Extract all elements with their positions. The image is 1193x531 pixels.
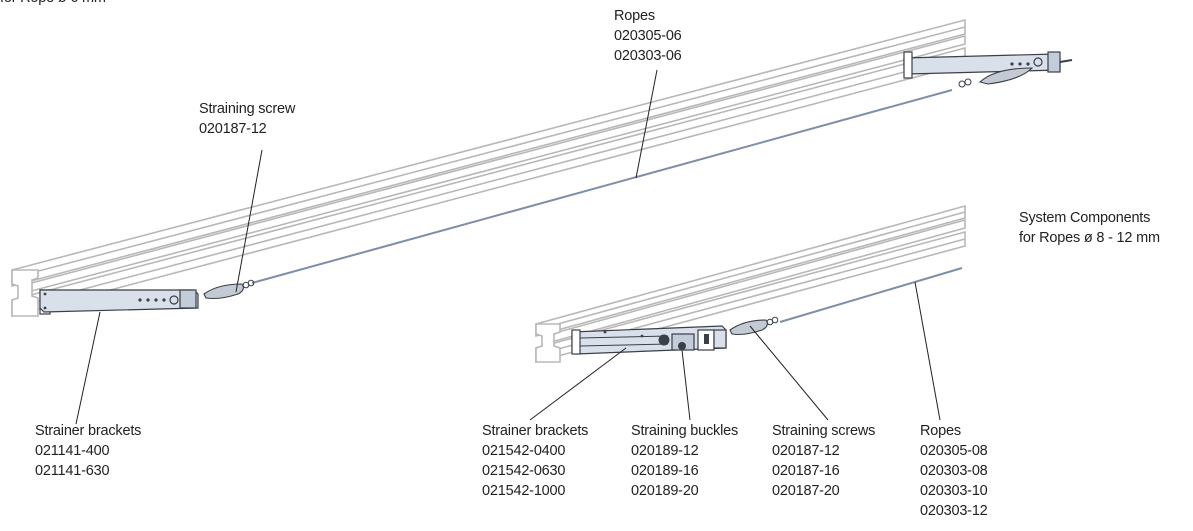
label-code: 020305-08: [920, 443, 988, 459]
label-title: Straining screw: [199, 101, 296, 117]
leader-lines: [75, 69, 941, 425]
label-subtitle: for Ropes ø 8 - 12 mm: [1019, 230, 1160, 246]
label-title: Straining screws: [772, 423, 876, 439]
upper-rope: [251, 89, 953, 284]
leader-ropes-bottom: [914, 281, 941, 421]
label-ropes-top: Ropes 020305-06 020303-06: [614, 6, 682, 66]
label-strainer-brackets-large: Strainer brackets 021542-0400 021542-063…: [482, 421, 588, 501]
label-title: Ropes: [920, 423, 961, 439]
label-code: 020305-06: [614, 28, 682, 44]
leader-ropes-top: [635, 69, 658, 179]
label-code: 020303-08: [920, 463, 988, 479]
label-code: 020303-06: [614, 48, 682, 64]
label-code: 020189-12: [631, 443, 699, 459]
upper-left-strainer-bracket: [39, 289, 199, 315]
label-code: 021542-0400: [482, 443, 566, 459]
label-code: 020303-10: [920, 483, 988, 499]
upper-i-beam: [11, 18, 966, 318]
label-code: 020187-16: [772, 463, 840, 479]
lower-straining-buckle: [658, 329, 727, 351]
label-code: 020187-12: [772, 443, 840, 459]
label-strainer-brackets-small: Strainer brackets 021141-400 021141-630: [35, 421, 141, 481]
label-title: Strainer brackets: [35, 423, 142, 439]
label-code: 021141-630: [35, 463, 110, 479]
label-title: Straining buckles: [631, 423, 739, 439]
label-code: 021542-0630: [482, 463, 566, 479]
lower-straining-screw: [729, 316, 779, 336]
label-straining-screws: Straining screws 020187-12 020187-16 020…: [772, 421, 875, 501]
leader-straining-screws: [749, 325, 829, 421]
label-system-components: System Components for Ropes ø 8 - 12 mm: [1019, 208, 1160, 248]
label-code: 021141-400: [35, 443, 110, 459]
leader-straining-buckles: [681, 349, 691, 421]
label-code: 020303-12: [920, 503, 988, 519]
leader-straining-screw: [235, 149, 263, 293]
label-code: 020187-12: [199, 121, 267, 137]
label-title: System Components: [1019, 210, 1151, 226]
label-code: 021542-1000: [482, 483, 566, 499]
label-code: 020189-20: [631, 483, 699, 499]
leader-strainer-brackets-large: [529, 347, 627, 421]
label-straining-screw: Straining screw 020187-12: [199, 99, 295, 139]
label-ropes-bottom: Ropes 020305-08 020303-08 020303-10 0203…: [920, 421, 988, 521]
upper-left-straining-screw: [203, 279, 255, 300]
top-left-fragment: for Rope ø 6 mm: [0, 0, 106, 8]
label-title: Ropes: [614, 8, 655, 24]
leader-strainer-brackets-small: [75, 311, 101, 425]
label-straining-buckles: Straining buckles 020189-12 020189-16 02…: [631, 421, 738, 501]
upper-right-straining-screw: [958, 67, 1034, 88]
label-code: 020187-20: [772, 483, 840, 499]
lower-rope: [779, 267, 963, 323]
label-title: Strainer brackets: [482, 423, 589, 439]
label-code: 020189-16: [631, 463, 699, 479]
